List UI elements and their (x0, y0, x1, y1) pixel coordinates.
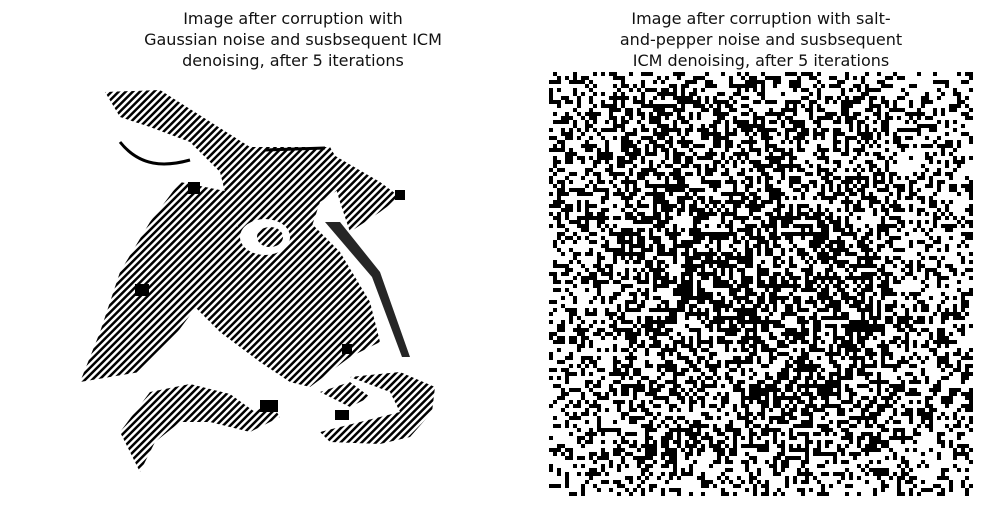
left-panel: Image after corruption with Gaussian noi… (80, 0, 506, 472)
right-panel-title: Image after corruption with salt- and-pe… (619, 9, 903, 70)
right-panel: Image after corruption with salt- and-pe… (549, 0, 973, 496)
left-denoised-image (80, 72, 504, 496)
salt-and-pepper-image (549, 72, 973, 496)
cow-head-image (80, 90, 435, 472)
right-noisy-image (549, 72, 973, 496)
left-panel-title: Image after corruption with Gaussian noi… (144, 9, 442, 70)
